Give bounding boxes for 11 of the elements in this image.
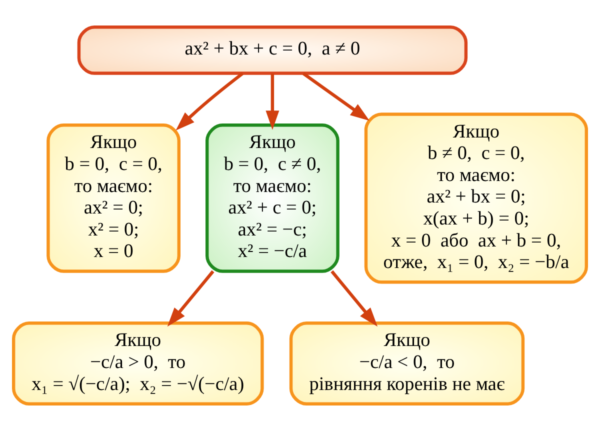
arrow [167, 270, 214, 326]
arrow [330, 270, 378, 326]
arrow [302, 72, 370, 120]
node-box: Якщо b ≠ 0, c = 0, то маємо: ax² + bx = 0; x(ax + b) = 0; x = 0 або ax + b = 0, отже, x₁ = 0, x₂ = −b/a [364, 112, 588, 284]
node-box: Якщо b = 0, c = 0, то маємо: ax² = 0; x² = 0; x = 0 [46, 123, 180, 272]
node-box: Якщо −c/a < 0, то рівняння коренів не має [289, 321, 525, 405]
node-box: Якщо b = 0, c ≠ 0, то маємо: ax² + c = 0; ax² = −c; x² = −c/a [206, 123, 340, 272]
node-box: Якщо −c/a > 0, то x₁ = √(−c/a); x₂ = −√(−c/a) [12, 321, 264, 405]
arrow [266, 73, 280, 130]
node-box: ax² + bx + c = 0, a ≠ 0 [77, 25, 468, 74]
arrow [176, 72, 244, 130]
